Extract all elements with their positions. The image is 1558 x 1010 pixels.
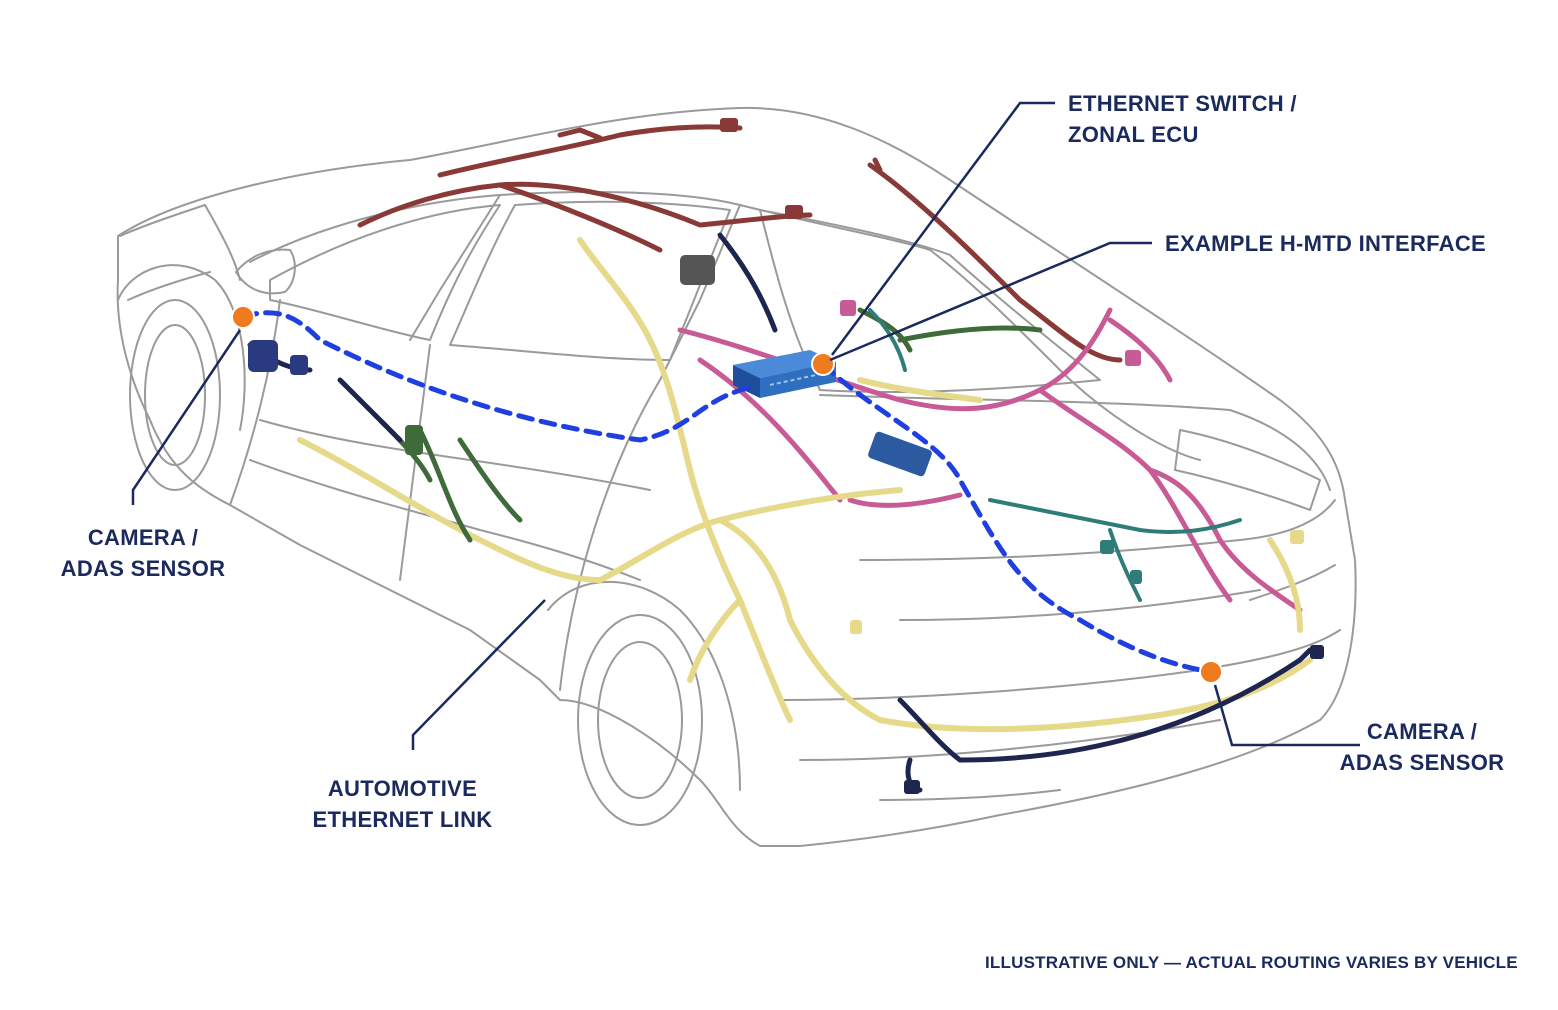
leader-camera-front bbox=[131, 329, 242, 505]
rear-camera-label: CAMERA / ADAS SENSOR bbox=[1337, 716, 1507, 778]
leader-switch bbox=[830, 101, 1055, 356]
front-camera-label-line-2: ADAS SENSOR bbox=[60, 556, 226, 581]
ethernet-switch-label-line-2: ZONAL ECU bbox=[1068, 122, 1199, 147]
front-camera-label-line-1: CAMERA / bbox=[87, 525, 199, 550]
h-mtd-interface-node bbox=[811, 352, 835, 376]
leader-link bbox=[411, 599, 546, 750]
rear-camera-label-line-2: ADAS SENSOR bbox=[1339, 750, 1505, 775]
h-mtd-interface-label-text: EXAMPLE H-MTD INTERFACE bbox=[1165, 231, 1487, 256]
rear-camera-node bbox=[1199, 660, 1223, 684]
front-camera-node bbox=[231, 305, 255, 329]
rear-camera-label-line-1: CAMERA / bbox=[1366, 719, 1478, 744]
leader-camera-rear bbox=[1213, 684, 1360, 747]
car-body-outline bbox=[116, 106, 1357, 847]
disclaimer-footnote: ILLUSTRATIVE ONLY — ACTUAL ROUTING VARIE… bbox=[985, 953, 1518, 972]
ethernet-link-label: AUTOMOTIVE ETHERNET LINK bbox=[310, 773, 495, 835]
wiring-harness bbox=[247, 118, 1324, 794]
ethernet-link-path bbox=[240, 310, 1214, 675]
ethernet-link-label-line-1: AUTOMOTIVE bbox=[327, 776, 478, 801]
ethernet-switch-label-line-1: ETHERNET SWITCH / bbox=[1068, 91, 1297, 116]
leader-interface bbox=[829, 241, 1152, 362]
leader-lines bbox=[131, 101, 1360, 750]
ethernet-link-label-line-2: ETHERNET LINK bbox=[312, 807, 493, 832]
h-mtd-interface-label: EXAMPLE H-MTD INTERFACE bbox=[1165, 228, 1486, 259]
ethernet-switch-label: ETHERNET SWITCH / ZONAL ECU bbox=[1068, 88, 1297, 150]
front-camera-label: CAMERA / ADAS SENSOR bbox=[58, 522, 228, 584]
